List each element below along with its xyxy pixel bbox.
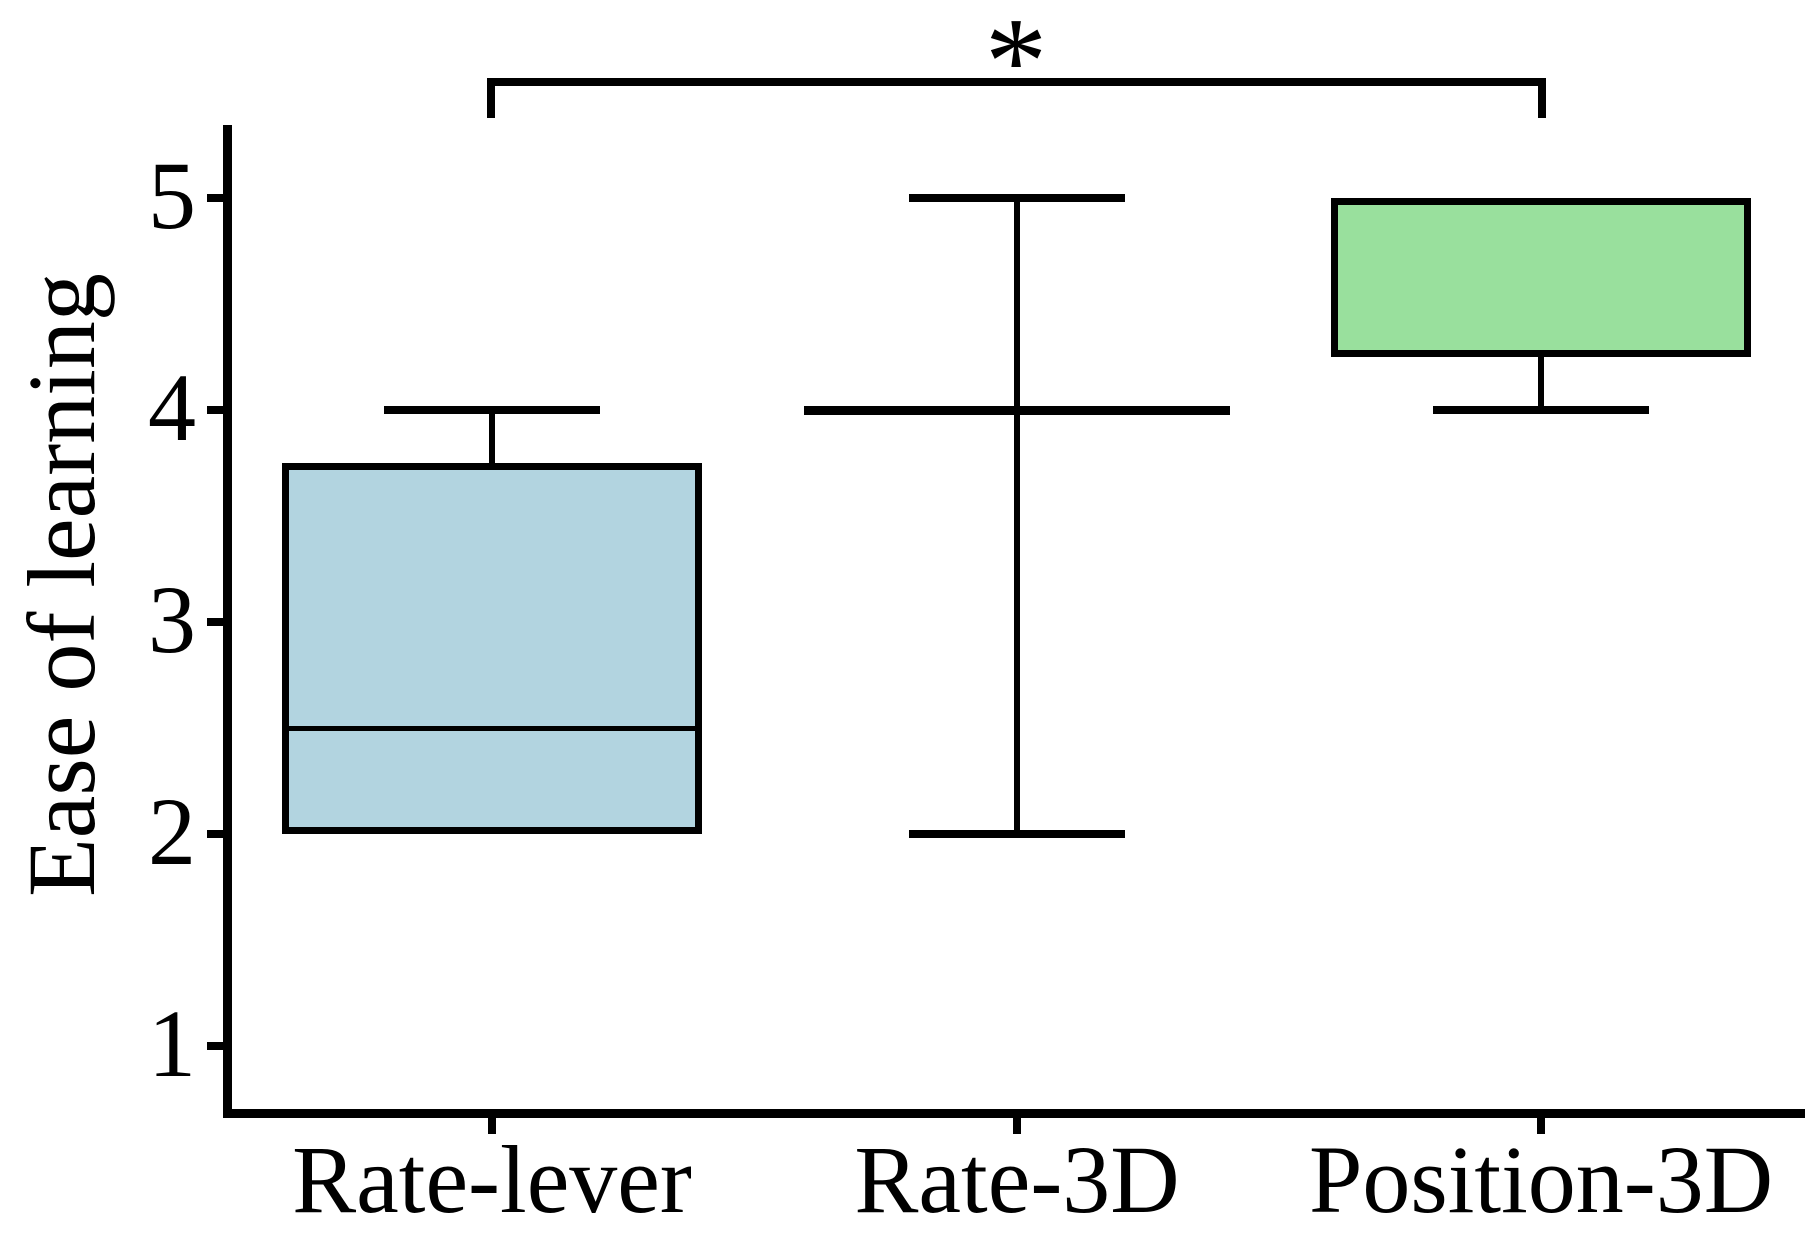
rate-3d-whisker-cap-top	[909, 194, 1125, 202]
y-tick	[207, 1042, 223, 1050]
position-3d-box	[1331, 198, 1751, 357]
y-tick-label: 5	[148, 142, 196, 249]
y-tick	[207, 830, 223, 838]
y-tick-label: 3	[148, 566, 196, 673]
x-tick	[488, 1118, 496, 1134]
y-tick	[207, 618, 223, 626]
x-axis-category-label: Rate-3D	[854, 1126, 1180, 1233]
x-axis-category-label: Rate-lever	[292, 1126, 692, 1233]
x-tick	[1013, 1118, 1021, 1134]
significance-bracket-left-leg	[487, 78, 495, 118]
x-axis-spine	[223, 1109, 1805, 1118]
y-axis-spine	[223, 125, 232, 1117]
rate-3d-whisker-cap-bottom	[909, 830, 1125, 838]
rate-lever-whisker-cap-top	[384, 406, 600, 414]
rate-3d-whisker-line	[1014, 198, 1020, 834]
y-tick-label: 4	[148, 354, 196, 461]
y-tick	[207, 406, 223, 414]
x-axis-category-label: Position-3D	[1308, 1126, 1774, 1233]
rate-lever-box	[282, 463, 702, 834]
rate-lever-median-line	[289, 726, 695, 731]
y-tick	[207, 194, 223, 202]
significance-asterisk: *	[984, 0, 1048, 131]
x-tick	[1537, 1118, 1545, 1134]
significance-bracket-right-leg	[1538, 78, 1546, 118]
y-tick-label: 1	[148, 990, 196, 1097]
rate-3d-median-line	[804, 406, 1230, 415]
significance-bracket-bar	[487, 78, 1546, 86]
position-3d-whisker-cap-bottom	[1433, 406, 1649, 414]
y-tick-label: 2	[148, 778, 196, 885]
